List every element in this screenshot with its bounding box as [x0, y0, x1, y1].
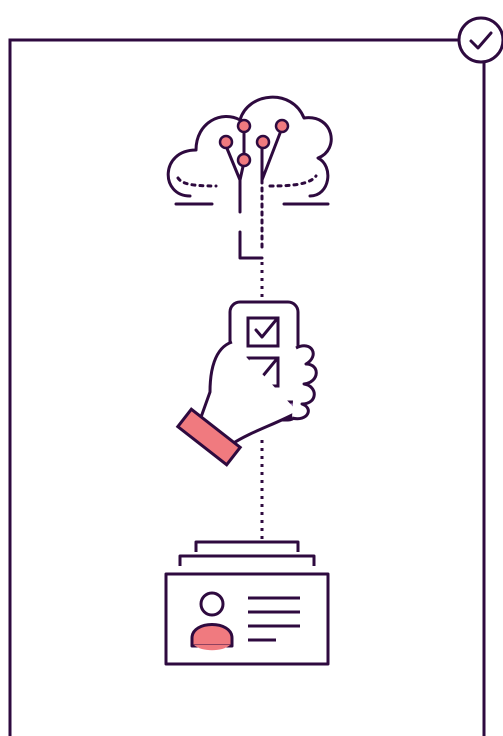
- cloud-network-icon: [168, 97, 331, 258]
- card-stack-middle: [180, 556, 314, 566]
- id-card-stack-icon: [166, 542, 328, 664]
- node-dot: [238, 120, 250, 132]
- hand-fingers: [292, 346, 316, 419]
- node-dot: [238, 154, 250, 166]
- avatar-body: [192, 625, 232, 647]
- node-dot: [257, 136, 269, 148]
- node-dot: [220, 136, 232, 148]
- card-stack-back: [196, 542, 298, 552]
- avatar-head: [201, 593, 223, 615]
- node-dot: [276, 120, 288, 132]
- hand-holding-phone-checklist-icon: [178, 302, 316, 465]
- id-card: [166, 574, 328, 664]
- check-circle-icon: [459, 18, 503, 62]
